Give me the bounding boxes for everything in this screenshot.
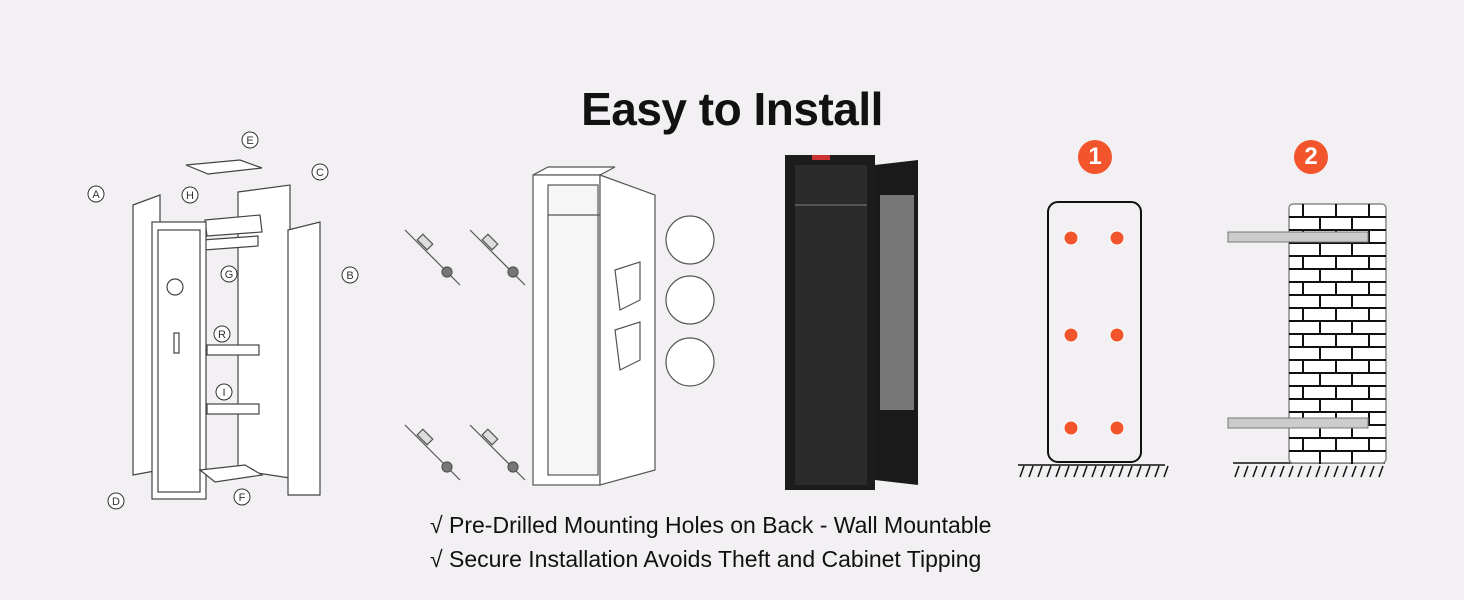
ground-hatch-line [1028, 465, 1034, 478]
ground-hatch-line [1369, 465, 1375, 478]
ground-hatch-line [1055, 465, 1061, 478]
ground-hatch-line [1019, 465, 1025, 478]
ground-hatch-line [1064, 465, 1070, 478]
ground-hatch-line [1154, 465, 1160, 478]
ground-hatch-line [1109, 465, 1115, 478]
ground-hatch-line [1234, 465, 1240, 478]
mounting-screws [404, 229, 526, 481]
svg-text:D: D [112, 496, 120, 508]
svg-text:A: A [92, 189, 100, 201]
ground-hatch-line [1306, 465, 1312, 478]
ground-hatch-line [1279, 465, 1285, 478]
feature-secure-installation: √ Secure Installation Avoids Theft and C… [430, 546, 982, 572]
step-1-badge: 1 [1078, 140, 1112, 174]
step-2-badge: 2 [1294, 140, 1328, 174]
svg-text:C: C [316, 167, 324, 179]
ground-hatch-line [1037, 465, 1043, 478]
ground-hatch-line [1315, 465, 1321, 478]
page-title: Easy to Install [581, 83, 883, 135]
ground-hatch-line [1261, 465, 1267, 478]
exploded-parts-diagram [132, 159, 321, 500]
ground-hatch-line [1243, 465, 1249, 478]
ground-hatch-line [1351, 465, 1357, 478]
ground-hatch-line [1360, 465, 1366, 478]
ground-hatch-line [1091, 465, 1097, 478]
open-cabinet-drawing [532, 166, 715, 486]
expansion-bolts [1227, 231, 1369, 429]
black-cabinet-photo [785, 155, 918, 490]
ground-hatch-line [1342, 465, 1348, 478]
ground-hatch-line [1100, 465, 1106, 478]
ground-hatch-line [1333, 465, 1339, 478]
ground-hatch-line [1046, 465, 1052, 478]
ground-hatch-line [1288, 465, 1294, 478]
svg-text:I: I [222, 387, 225, 399]
ground-hatch-line [1118, 465, 1124, 478]
svg-text:R: R [218, 329, 226, 341]
ground-hatch-line [1324, 465, 1330, 478]
step1-back-panel [1047, 201, 1142, 463]
ground-hatch-line [1270, 465, 1276, 478]
part-labels [87, 131, 359, 510]
ground-hatch-line [1082, 465, 1088, 478]
svg-text:G: G [225, 269, 234, 281]
svg-text:B: B [346, 270, 353, 282]
ground-hatch-line [1127, 465, 1133, 478]
svg-text:H: H [186, 190, 194, 202]
ground-hatch-line [1297, 465, 1303, 478]
part-label-letters: A B C D E F G H I R [92, 135, 353, 508]
svg-text:E: E [246, 135, 253, 147]
ground-hatch-line [1163, 465, 1169, 478]
svg-text:F: F [239, 492, 246, 504]
ground-hatch-line [1073, 465, 1079, 478]
ground-hatch-line [1136, 465, 1142, 478]
feature-wall-mountable: √ Pre-Drilled Mounting Holes on Back - W… [430, 512, 992, 538]
ground-hatch-line [1252, 465, 1258, 478]
step2-brick-wall [1227, 203, 1387, 464]
ground-hatch-line [1378, 465, 1384, 478]
ground-hatch-line [1145, 465, 1151, 478]
